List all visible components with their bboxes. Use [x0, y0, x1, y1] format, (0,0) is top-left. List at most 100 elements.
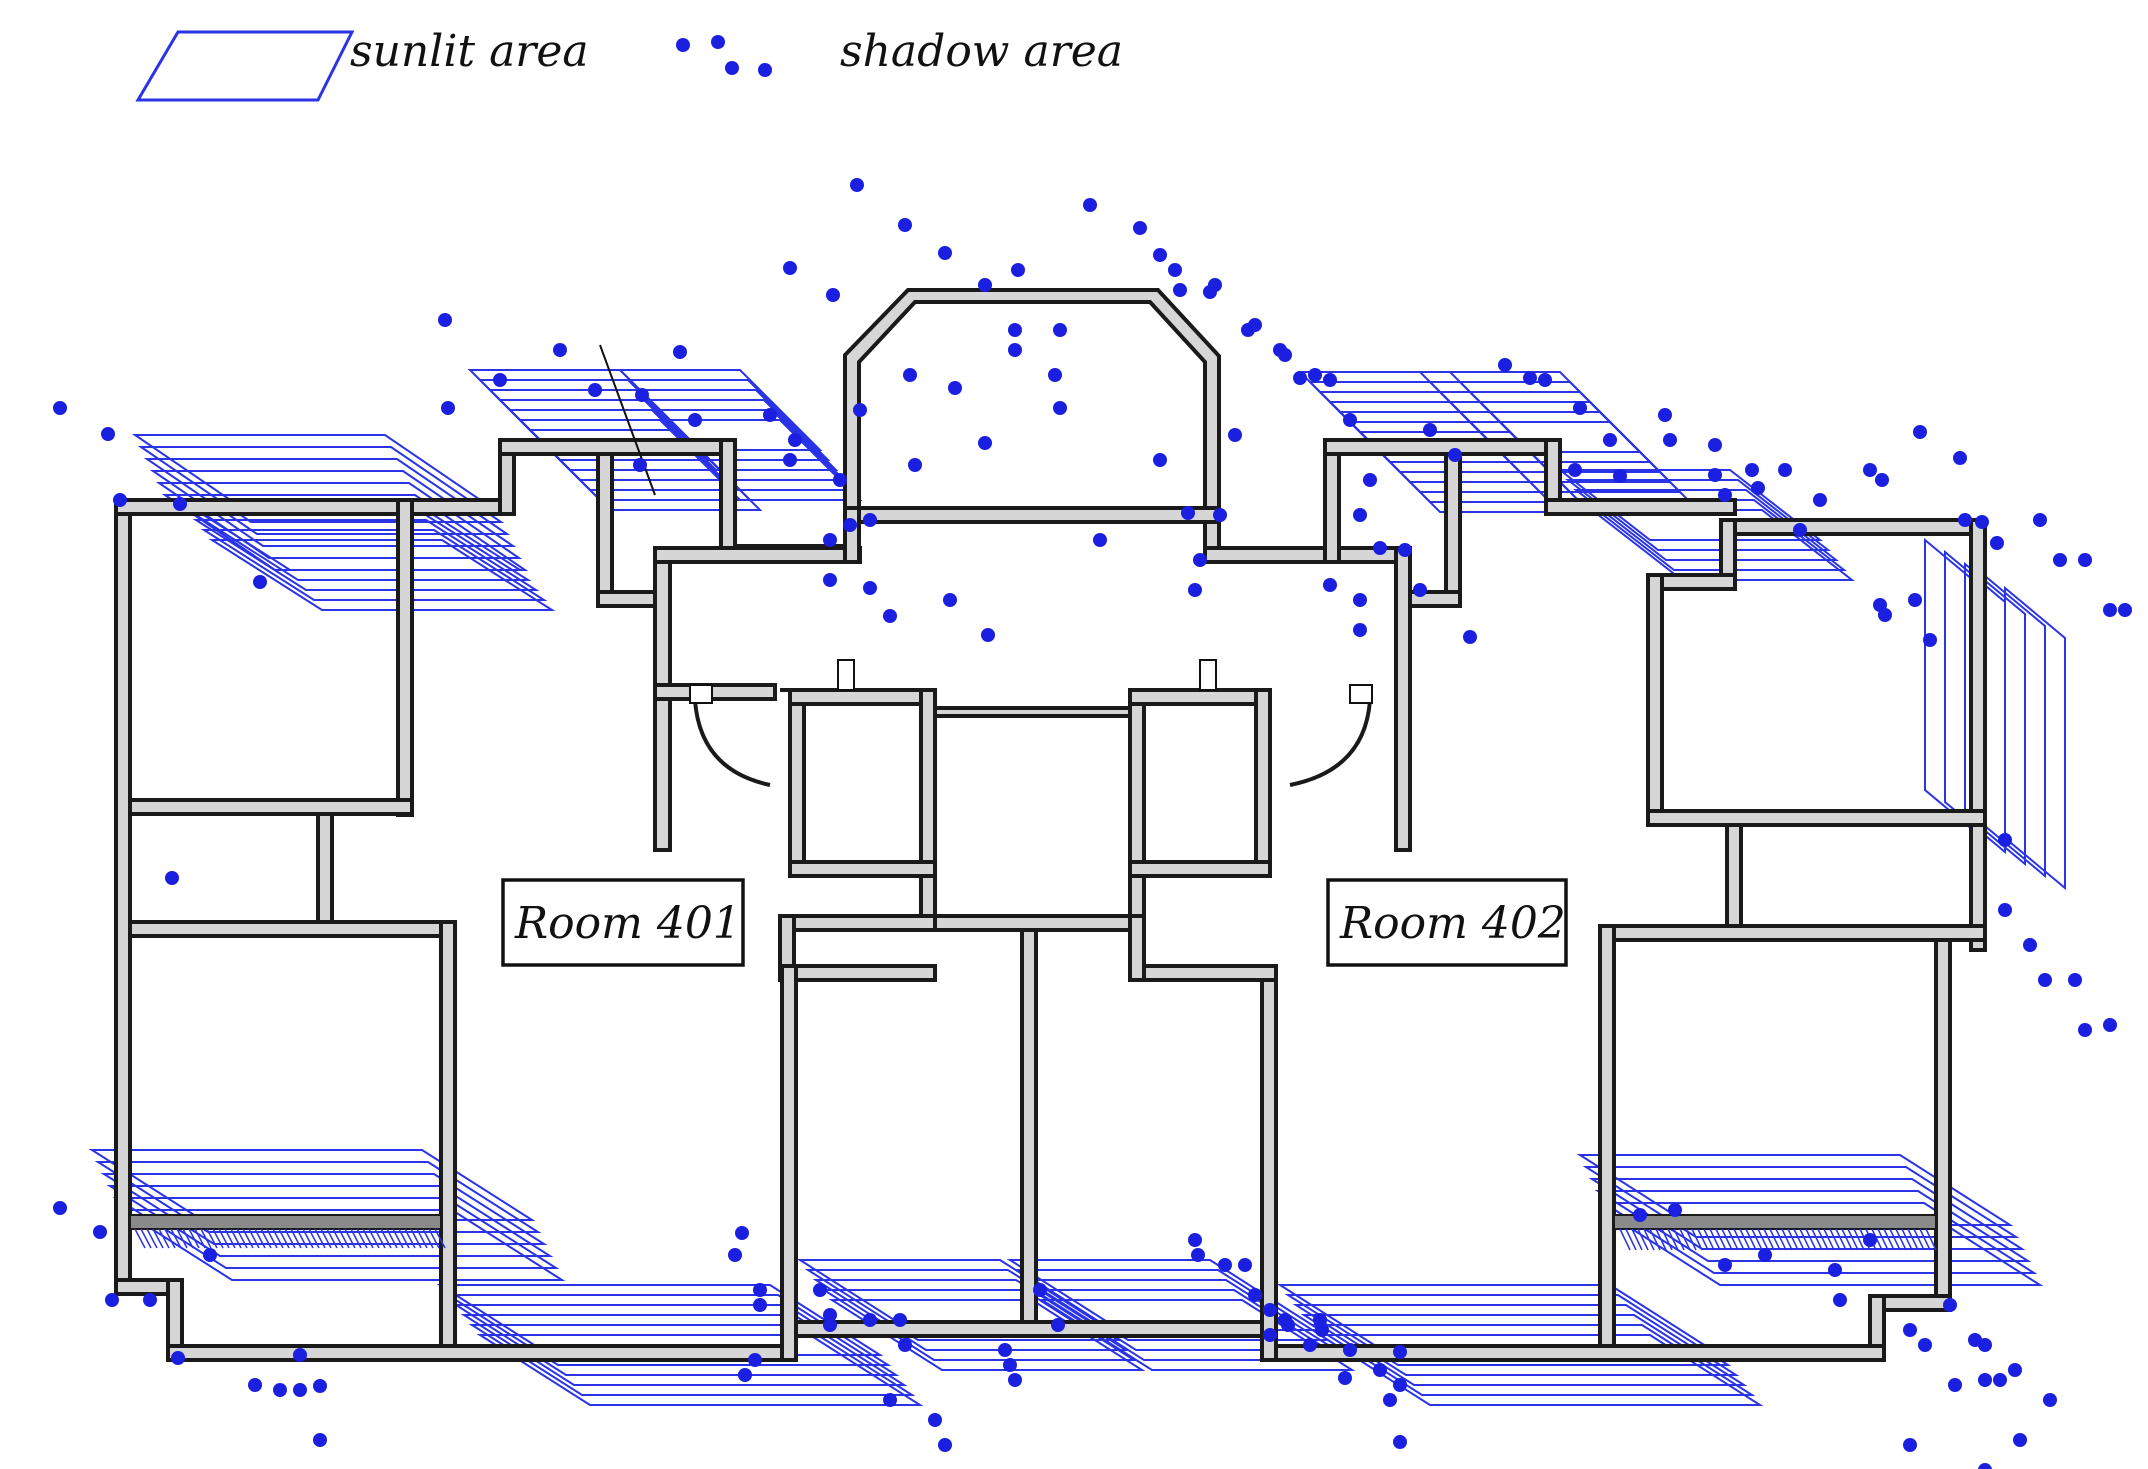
shadow-dot: [903, 368, 917, 382]
shadow-dot: [1813, 493, 1827, 507]
shadow-dot: [1051, 1318, 1065, 1332]
shadow-dot: [2013, 1433, 2027, 1447]
wall-right-mid-v: [1725, 823, 1743, 942]
room-402-label: Room 402: [1326, 878, 1568, 967]
shadow-dot: [1778, 463, 1792, 477]
shadow-dot: [293, 1383, 307, 1397]
sunlit-patch: [476, 1334, 924, 1406]
shadow-dot: [850, 178, 864, 192]
shadow-dot: [1913, 425, 1927, 439]
shadow-dot: [2068, 973, 2082, 987]
room-401-text: Room 401: [514, 898, 741, 949]
shadow-dot: [1413, 583, 1427, 597]
room-402-box: [1326, 878, 1568, 967]
sunlit-patch: [1316, 1334, 1764, 1406]
shadow-dot: [273, 1383, 287, 1397]
shadow-dot: [293, 1348, 307, 1362]
shadow-dot: [1663, 433, 1677, 447]
shadow-dot: [441, 401, 455, 415]
shadow-dot: [748, 1353, 762, 1367]
sunlit-patch: [1582, 1166, 2020, 1238]
wall-right-room-bottom: [1646, 809, 1987, 827]
shadow-dot: [1048, 368, 1062, 382]
shadow-dot: [788, 433, 802, 447]
wall-right-lower-left: [1598, 924, 1616, 1362]
shadow-dot: [1833, 1293, 1847, 1307]
shadow-dot: [833, 473, 847, 487]
shadow-dot: [1373, 1363, 1387, 1377]
wall-stair-box-top: [788, 688, 937, 706]
shadow-dot: [1353, 623, 1367, 637]
shadow-dot: [908, 458, 922, 472]
wall-left-bump-v1: [596, 452, 614, 607]
shadow-dot: [1978, 1338, 1992, 1352]
sunlit-patch: [1573, 489, 1839, 561]
shadow-dot: [1363, 473, 1377, 487]
shadow-dot: [1993, 1373, 2007, 1387]
wall-center-right-box-b: [1128, 860, 1272, 878]
shadow-dot: [1393, 1435, 1407, 1449]
sunlit-patch: [1038, 1299, 1356, 1371]
shadow-dot: [1008, 1373, 1022, 1387]
shadow-dot: [783, 453, 797, 467]
shadow-dot: [1863, 463, 1877, 477]
shadow-dot: [2078, 1023, 2092, 1037]
shadow-dot: [1878, 608, 1892, 622]
wall-corridor-right-top-v: [1323, 438, 1341, 564]
shadow-dot: [203, 1248, 217, 1262]
room-401-label: Room 401: [501, 878, 745, 967]
shadow-dot: [1323, 578, 1337, 592]
shadow-dot: [2078, 553, 2092, 567]
sunlit-area-patches: [88, 369, 2066, 1406]
shadow-dot: [1093, 533, 1107, 547]
door-left-jamb: [689, 684, 713, 704]
sunlit-patch: [200, 529, 548, 601]
shadow-dot: [981, 628, 995, 642]
shadow-dot: [853, 403, 867, 417]
shadow-dot: [1338, 1371, 1352, 1385]
shadow-dot: [1188, 1233, 1202, 1247]
shadow-dot: [53, 1201, 67, 1215]
shadow-dot: [1668, 1203, 1682, 1217]
shadow-dot: [1353, 508, 1367, 522]
shadow-dot: [1303, 1338, 1317, 1352]
door-right-arc: [1289, 699, 1372, 787]
shadow-dot: [1008, 343, 1022, 357]
shadow-dot: [2053, 553, 2067, 567]
wall-right-top: [1544, 498, 1737, 516]
shadow-dot: [1343, 1343, 1357, 1357]
shadow-dot: [823, 1308, 837, 1322]
shadow-dot: [728, 1248, 742, 1262]
shadow-dot: [1758, 1248, 1772, 1262]
shadow-dot: [93, 1225, 107, 1239]
shadow-dot: [813, 1283, 827, 1297]
wall-right-room-left: [1646, 573, 1664, 827]
shadow-dot: [1958, 513, 1972, 527]
wall-center-lower-r-v: [1128, 914, 1146, 982]
wall-center-right-box-v: [1254, 688, 1272, 877]
shadow-dot: [1613, 469, 1627, 483]
shadow-dot: [735, 1226, 749, 1240]
sunlit-patch: [436, 1284, 884, 1356]
shadow-dot: [173, 497, 187, 511]
shadow-dot: [1498, 358, 1512, 372]
shadow-dot: [843, 518, 857, 532]
shadow-dot: [1263, 1328, 1277, 1342]
shadow-dot: [253, 575, 267, 589]
shadow-dot: [143, 1293, 157, 1307]
room-401-box: [501, 878, 745, 967]
shadow-dot: [1393, 1345, 1407, 1359]
sunlit-patch: [94, 1161, 542, 1233]
legend-shadow-label: shadow area: [840, 26, 1123, 77]
shadow-dot: [1918, 1338, 1932, 1352]
shadow-dot: [1573, 401, 1587, 415]
shadow-dot: [753, 1298, 767, 1312]
sunlit-patch: [2004, 585, 2066, 891]
shadow-dot: [1998, 903, 2012, 917]
shadow-dot: [898, 1338, 912, 1352]
shadow-dot: [553, 343, 567, 357]
shadow-dot: [883, 609, 897, 623]
shadow-dot: [783, 261, 797, 275]
wall-corridor-top: [653, 546, 862, 564]
wall-left-mid-horiz: [128, 920, 457, 938]
